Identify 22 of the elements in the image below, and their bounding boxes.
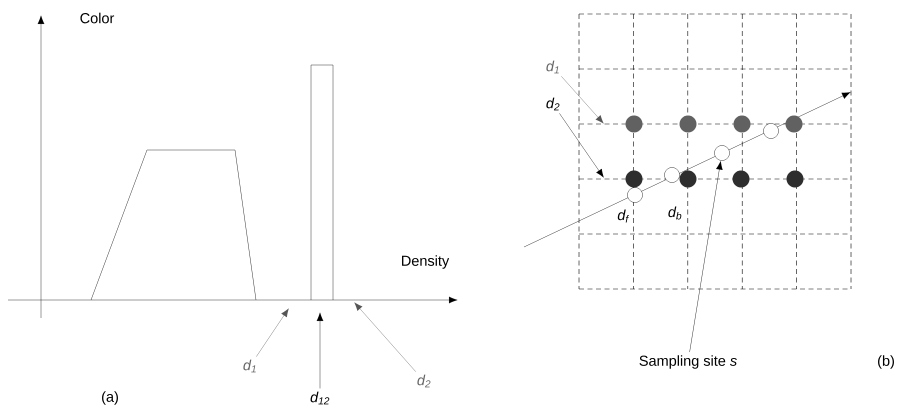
leader-arrow [354,302,416,372]
sampling-circle [664,167,680,183]
sampling-circle [763,123,779,139]
sampling-circle [627,187,643,203]
axis-label: Color [80,12,114,24]
axis-label: Density [402,255,450,269]
panel-label: (a) [102,391,118,405]
leader-arrow [316,312,324,389]
leader-arrow [561,76,604,124]
leader-arrow [256,308,289,357]
leader-arrow [559,113,604,178]
sample-label: d$_{b}$ [668,206,682,220]
leader-label: Sampling site s [640,355,737,369]
leader-label: d$_{2}$ [417,374,430,388]
panel-label: (b) [878,355,894,369]
leader-label: d$_{12}$ [310,392,330,404]
sampling-circle [714,145,730,161]
leader-label: d$_{1}$ [546,60,559,74]
leader-label: d$_{1}$ [243,360,256,372]
leader-arrow [689,161,723,352]
sample-label: d$_{f}$ [618,210,630,222]
leader-label: d$_{2}$ [546,98,560,110]
